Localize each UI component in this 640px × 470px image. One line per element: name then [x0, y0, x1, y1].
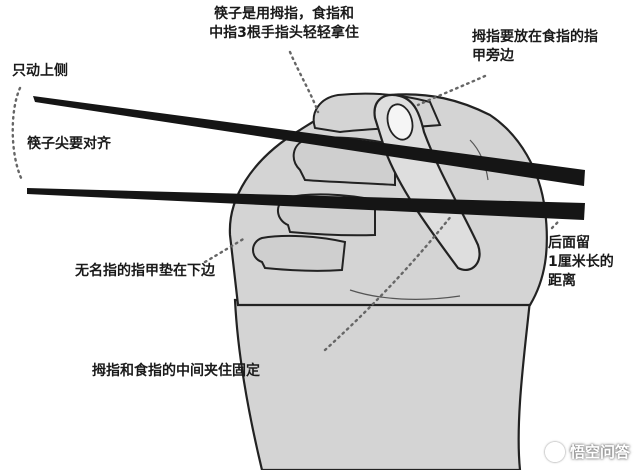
- label-line: 距离: [548, 273, 576, 289]
- wukong-logo-icon: [544, 441, 565, 462]
- label-ring-finger-nail: 无名指的指甲垫在下边: [75, 263, 215, 279]
- leader-ring-finger: [203, 236, 247, 264]
- label-move-upper-only: 只动上侧: [12, 63, 68, 79]
- label-line: 筷子是用拇指，食指和: [214, 6, 354, 22]
- lower-chopstick: [27, 188, 585, 220]
- chopsticks: [27, 96, 585, 220]
- label-line: 甲旁边: [472, 48, 514, 64]
- watermark: 悟空问答: [544, 441, 630, 462]
- label-grip-three-fingers: 筷子是用拇指，食指和 中指3根手指头轻轻拿住: [184, 5, 384, 43]
- leader-thumb-index: [323, 213, 454, 352]
- leader-top-right: [416, 74, 487, 107]
- label-line: 拇指要放在食指的指: [472, 29, 598, 45]
- watermark-text: 悟空问答: [569, 443, 630, 461]
- label-line: 中指3根手指头轻轻拿住: [209, 25, 359, 41]
- label-clamp-between-thumb-index: 拇指和食指的中间夹住固定: [92, 363, 260, 379]
- leader-top-center: [288, 50, 320, 114]
- upper-chopstick: [33, 96, 585, 186]
- leader-left: [11, 86, 24, 182]
- label-thumb-beside-nail: 拇指要放在食指的指 甲旁边: [472, 28, 598, 66]
- thumbnail: [386, 103, 414, 141]
- hand-wrist: [233, 298, 532, 470]
- label-align-tips: 筷子尖要对齐: [27, 136, 111, 152]
- label-line: 后面留: [548, 235, 590, 251]
- label-line: 1厘米长的: [548, 254, 614, 270]
- little-finger: [252, 234, 347, 272]
- label-leave-1cm: 后面留 1厘米长的 距离: [548, 234, 614, 291]
- leader-lines: [11, 50, 562, 352]
- leader-back: [550, 218, 562, 230]
